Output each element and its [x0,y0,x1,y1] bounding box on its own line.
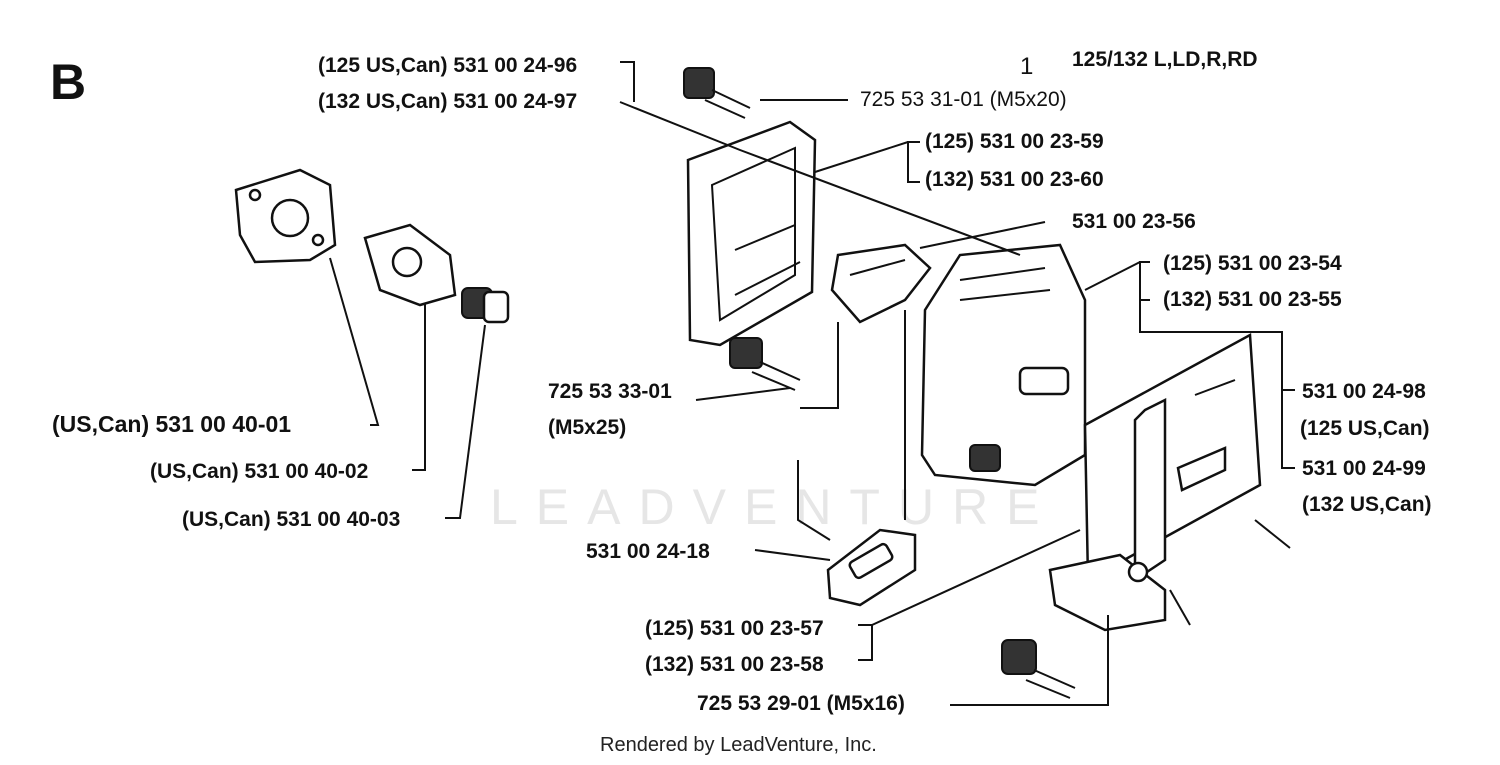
label-deflector: 531 00 23-56 [1072,210,1196,233]
screw-m5x16-part [1001,639,1076,699]
watermark: LEADVENTURE [490,479,1058,535]
exhaust-gasket-part [826,528,917,607]
deflector-part [830,243,932,324]
intake-nipple-part [461,287,510,324]
label-gasket-125: (125 US,Can) 531 00 24-96 [318,54,578,77]
label-gasket-132: (132 US,Can) 531 00 24-97 [318,90,578,113]
label-plate-132-model: (132 US,Can) [1302,493,1432,516]
label-cover-132: (132) 531 00 23-60 [925,168,1104,191]
label-plate-125-number: 531 00 24-98 [1302,380,1426,403]
leader-lines [329,61,1295,706]
label-plate-132-number: 531 00 24-99 [1302,457,1426,480]
heat-shield-part [1083,332,1262,583]
label-intake-02: (US,Can) 531 00 40-02 [150,460,369,483]
bracket-part [1048,397,1167,632]
label-bracket-125: (125) 531 00 23-57 [645,617,824,640]
muffler-body-part [920,243,1087,487]
label-screw-m5x20: 725 53 31-01 (M5x20) [860,88,1067,111]
label-bracket-132: (132) 531 00 23-58 [645,653,824,676]
label-screw-m5x25-number: 725 53 33-01 [548,380,672,403]
label-cover-125: (125) 531 00 23-59 [925,130,1104,153]
screw-m5x25-part [729,337,801,391]
item-number: 1 [1020,53,1034,80]
section-letter: B [50,54,87,110]
label-plate-125-model: (125 US,Can) [1300,417,1430,440]
muffler-cover-part [686,120,817,347]
intake-gasket-part [363,223,457,307]
screw-m5x20-part [683,67,751,119]
label-intake-01: (US,Can) 531 00 40-01 [52,411,292,437]
label-intake-03: (US,Can) 531 00 40-03 [182,508,401,531]
model-title: 125/132 L,LD,R,RD [1072,48,1258,71]
intake-flange-part [234,168,337,264]
label-screw-m5x25-size: (M5x25) [548,416,627,439]
label-exhaust-gasket: 531 00 24-18 [586,540,710,563]
label-screw-m5x16: 725 53 29-01 (M5x16) [697,692,905,715]
label-muffler-132: (132) 531 00 23-55 [1163,288,1342,311]
footer-credit: Rendered by LeadVenture, Inc. [600,734,877,756]
label-muffler-125: (125) 531 00 23-54 [1163,252,1342,275]
